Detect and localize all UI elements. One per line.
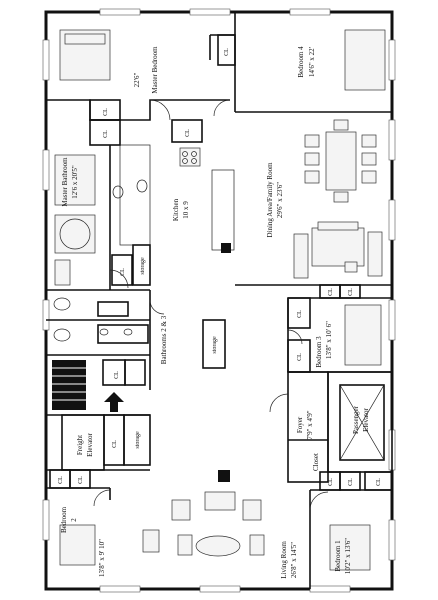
label-passenger-sub: Elevator <box>362 407 370 431</box>
cl-label: CL <box>58 476 64 484</box>
cl-label: CL <box>185 129 191 137</box>
label-bathrooms23: Bathrooms 2 & 3 <box>160 315 168 364</box>
label-bedroom3-dim: 13'8" x 10' 6" <box>325 321 333 359</box>
cl-label: CL <box>297 353 303 361</box>
label-closet: Closet <box>312 453 320 471</box>
storage-label: storage <box>140 257 146 275</box>
label-freight-sub: Elevator <box>86 432 94 456</box>
cl-label: CL <box>224 48 230 56</box>
cl-label: CL <box>120 268 126 276</box>
label-bedroom1: Bedroom 1 <box>334 540 342 572</box>
label-bedroom1-dim: 10'2" x 13'6" <box>344 538 352 574</box>
furniture <box>52 29 386 571</box>
label-dining: Dining Area/Family Room <box>266 162 274 238</box>
label-master-bedroom-dim: 22'6" <box>133 73 141 88</box>
cl-label: CL <box>348 288 354 296</box>
label-bedroom3: Bedroom 3 <box>315 336 323 368</box>
label-bedroom2-dim: 13'8" x 9' 10" <box>98 539 106 577</box>
label-bedroom4-dim: 14'6" x 22' <box>308 47 316 77</box>
door-swings <box>93 99 329 511</box>
cl-label: CL <box>328 478 334 486</box>
cl-label: CL <box>376 478 382 486</box>
storage-label: storage <box>135 431 141 449</box>
label-foyer: Foyer <box>296 416 304 433</box>
label-dining-dim: 29'6" x 23'6" <box>276 182 284 218</box>
storage-label: storage <box>212 336 218 354</box>
cl-label: CL <box>348 478 354 486</box>
room-labels: Master Bedroom 22'6" Bedroom 4 14'6" x 2… <box>60 46 370 579</box>
cl-label: CL <box>114 371 120 379</box>
label-bedroom4: Bedroom 4 <box>297 46 305 78</box>
cl-label: CL <box>78 476 84 484</box>
label-freight: Freight <box>76 435 84 455</box>
interior-walls <box>46 12 393 589</box>
label-kitchen-dim: 10 x 9 <box>182 201 190 219</box>
label-master-bedroom: Master Bedroom <box>151 46 159 94</box>
windows <box>42 8 396 593</box>
label-bedroom2: Bedroom <box>60 506 68 533</box>
label-living-dim: 26'8" x 14'5" <box>290 542 298 578</box>
cl-label: CL <box>112 440 118 448</box>
cl-label: CL <box>103 130 109 138</box>
label-kitchen: Kitchen <box>172 198 180 221</box>
cl-label: CL <box>297 310 303 318</box>
label-foyer-dim: 7'9" x 4'9" <box>306 410 314 439</box>
label-master-bathroom: Master Bathroom <box>61 157 69 207</box>
label-passenger: Passenger <box>352 405 360 434</box>
label-living: Living Room <box>280 541 288 579</box>
closet-labels: CL CL CL CL CL storage storage CL storag… <box>58 48 382 486</box>
cl-label: CL <box>328 288 334 296</box>
cl-label: CL <box>103 108 109 116</box>
label-master-bathroom-dim: 12'6 x 20'5" <box>71 165 79 199</box>
label-bedroom2-num: 2 <box>70 518 78 522</box>
